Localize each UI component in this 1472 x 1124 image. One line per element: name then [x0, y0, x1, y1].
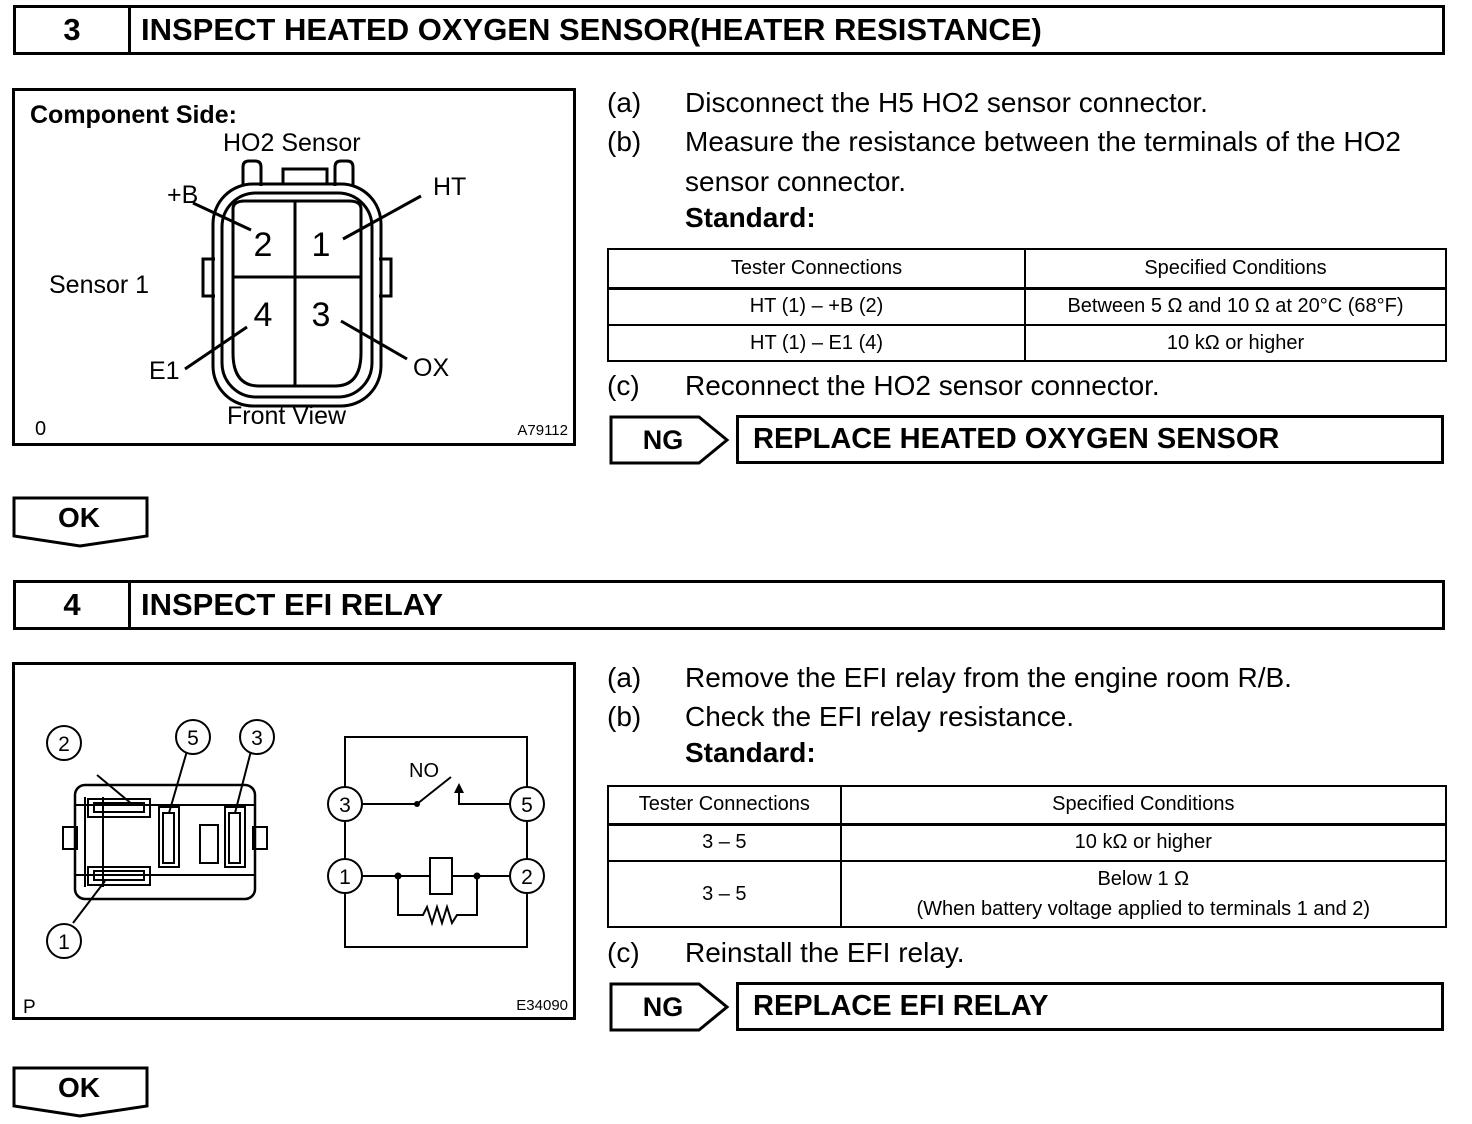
table-header-row: Tester Connections Specified Conditions	[606, 248, 1447, 290]
ng-action: REPLACE HEATED OXYGEN SENSOR	[736, 415, 1444, 464]
item-label: (c)	[607, 370, 640, 401]
item-text: Disconnect the H5 HO2 sensor connector.	[685, 87, 1208, 118]
schematic-terminal-1: 1	[339, 866, 351, 889]
item-label: (c)	[607, 937, 640, 968]
table-header-row: Tester Connections Specified Conditions	[607, 785, 1448, 826]
ok-label: OK	[58, 1072, 100, 1103]
item-text: Measure the resistance between the termi…	[685, 126, 1401, 157]
table-row: 3 – 5 10 kΩ or higher	[607, 823, 1448, 862]
terminal-1: 1	[312, 226, 331, 264]
relay-body	[62, 750, 268, 924]
relay-pin-5-label: 5	[187, 727, 199, 750]
normally-open-label: NO	[409, 760, 439, 782]
item-text: Check the EFI relay resistance.	[685, 701, 1075, 732]
ng-arrow-icon	[609, 982, 730, 1032]
table-cell: 10 kΩ or higher	[839, 823, 1448, 862]
ho2-connector-diagram: Component Side: HO2 Sensor Sensor 1 2 1 …	[30, 101, 568, 440]
ng-action: REPLACE EFI RELAY	[736, 982, 1444, 1031]
terminal-2: 2	[254, 226, 273, 264]
table-header-cell: Specified Conditions	[839, 785, 1448, 826]
terminal-plus-b-label: +B	[167, 181, 198, 209]
figure-heading: Component Side:	[30, 101, 237, 129]
connector-outline	[184, 159, 422, 408]
table-header-cell: Tester Connections	[607, 785, 842, 826]
corner-code: P	[23, 997, 36, 1017]
figure-id: E34090	[516, 997, 568, 1014]
item-label: (b)	[607, 701, 642, 732]
terminal-3: 3	[312, 296, 331, 334]
corner-code: 0	[35, 418, 46, 440]
table-row: HT (1) – E1 (4) 10 kΩ or higher	[606, 324, 1447, 362]
table-cell: 3 – 5	[607, 860, 842, 928]
table-cell: 10 kΩ or higher	[1024, 324, 1447, 362]
relay-pin-2-label: 2	[58, 733, 70, 756]
item-label: (a)	[607, 662, 642, 693]
item-text: Reinstall the EFI relay.	[685, 937, 965, 968]
schematic-terminal-3: 3	[339, 794, 351, 817]
table-cell: Below 1 Ω (When battery voltage applied …	[839, 860, 1448, 928]
standard-label: Standard:	[685, 737, 816, 768]
schematic-terminals	[327, 786, 545, 894]
relay-pin-1-label: 1	[58, 931, 70, 954]
table-cell-line: Below 1 Ω	[1097, 868, 1190, 890]
item-label: (b)	[607, 126, 642, 157]
efi-relay-figure: 2 5 3 1 3 5 1 2 N	[12, 662, 576, 1020]
view-label: Front View	[227, 402, 347, 430]
ok-arrow-icon	[12, 496, 149, 548]
schematic-terminal-5: 5	[521, 794, 533, 817]
step4-spec-table: Tester Connections Specified Conditions …	[607, 785, 1448, 928]
terminal-ox-label: OX	[413, 354, 449, 382]
item-text: sensor connector.	[685, 166, 907, 197]
sensor-label: HO2 Sensor	[223, 129, 361, 157]
item-text: Reconnect the HO2 sensor connector.	[685, 370, 1160, 401]
table-row: HT (1) – +B (2) Between 5 Ω and 10 Ω at …	[606, 287, 1447, 326]
terminal-e1-label: E1	[149, 357, 180, 385]
terminal-4: 4	[254, 296, 273, 334]
ng-label: NG	[642, 991, 684, 1022]
standard-label: Standard:	[685, 202, 816, 233]
table-cell: HT (1) – E1 (4)	[606, 324, 1027, 362]
terminal-ht-label: HT	[433, 173, 466, 201]
table-header-cell: Tester Connections	[606, 248, 1027, 290]
step-title: INSPECT HEATED OXYGEN SENSOR(HEATER RESI…	[141, 12, 1042, 47]
sensor-position-label: Sensor 1	[49, 271, 149, 299]
step-number: 3	[16, 8, 131, 52]
ng-label: NG	[642, 424, 684, 455]
figure-id: A79112	[517, 422, 568, 439]
relay-pin-callouts	[46, 719, 275, 959]
schematic-terminal-2: 2	[521, 866, 533, 889]
ok-arrow-icon	[12, 1066, 149, 1118]
ho2-sensor-figure: Component Side: HO2 Sensor Sensor 1 2 1 …	[12, 88, 576, 446]
table-cell: 3 – 5	[607, 823, 842, 862]
table-cell: Between 5 Ω and 10 Ω at 20°C (68°F)	[1024, 287, 1447, 326]
item-text: Remove the EFI relay from the engine roo…	[685, 662, 1292, 693]
table-row: 3 – 5 Below 1 Ω (When battery voltage ap…	[607, 860, 1448, 928]
item-label: (a)	[607, 87, 642, 118]
ng-arrow-icon	[609, 415, 730, 465]
table-cell: HT (1) – +B (2)	[606, 287, 1027, 326]
table-cell-note: (When battery voltage applied to termina…	[916, 898, 1371, 920]
step-title: INSPECT EFI RELAY	[141, 587, 444, 622]
efi-relay-diagram: 2 5 3 1 3 5 1 2 N	[23, 719, 568, 1017]
relay-pin-3-label: 3	[251, 727, 263, 750]
step-3-header: 3 INSPECT HEATED OXYGEN SENSOR(HEATER RE…	[13, 5, 1445, 55]
step-number: 4	[16, 583, 131, 627]
table-header-cell: Specified Conditions	[1024, 248, 1447, 290]
ok-label: OK	[58, 502, 100, 533]
step3-spec-table: Tester Connections Specified Conditions …	[606, 248, 1447, 362]
step-4-header: 4 INSPECT EFI RELAY	[13, 580, 1445, 630]
